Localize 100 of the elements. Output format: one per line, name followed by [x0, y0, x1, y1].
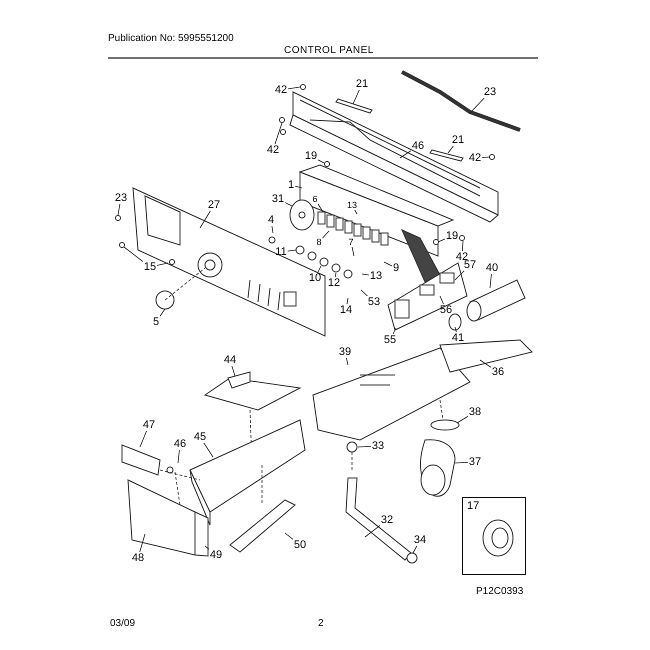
- callout-number: 11: [274, 246, 288, 258]
- callout-number: 12: [326, 277, 342, 289]
- callout-number: 44: [222, 354, 238, 366]
- callout-number: 57: [462, 259, 478, 271]
- callout-number: 49: [208, 549, 224, 561]
- callout-number: 5: [152, 316, 160, 328]
- callout-number: 4: [266, 214, 276, 226]
- callout-number: 15: [142, 261, 158, 273]
- leader-line: [124, 246, 144, 262]
- leader-line: [288, 86, 300, 90]
- callout-number: 31: [270, 193, 286, 205]
- callout-number: 9: [392, 262, 400, 274]
- callout-number: 23: [482, 86, 498, 98]
- leader-line: [384, 262, 392, 266]
- callout-number: 33: [370, 440, 386, 452]
- leader-line: [346, 358, 348, 366]
- leader-line: [440, 296, 444, 304]
- leader-line: [287, 250, 296, 252]
- leader-line: [318, 159, 324, 164]
- leader-line: [482, 156, 490, 158]
- callout-number: 8: [315, 237, 322, 247]
- callout-number: 27: [206, 199, 222, 211]
- callout-number: 42: [468, 152, 482, 164]
- leader-line: [160, 308, 166, 317]
- callout-number: 45: [192, 431, 208, 443]
- leader-line: [204, 546, 210, 550]
- callout-number: 17: [467, 500, 480, 512]
- leader-line: [480, 360, 492, 368]
- leader-line: [318, 266, 322, 272]
- leader-line: [360, 290, 368, 296]
- leader-line: [454, 462, 468, 464]
- page-title: CONTROL PANEL: [284, 45, 374, 57]
- callout-number: 48: [130, 552, 146, 564]
- callout-number: 36: [490, 366, 506, 378]
- leader-line: [454, 326, 457, 332]
- callout-number: 19: [304, 150, 318, 162]
- leader-line: [284, 202, 292, 206]
- leader-line: [412, 546, 418, 554]
- callout-number: 6: [311, 194, 318, 204]
- leader-line: [156, 262, 168, 266]
- detail-inset-frame: [462, 497, 526, 575]
- leader-line: [462, 240, 464, 252]
- leader-line: [294, 186, 302, 188]
- callout-number: 40: [484, 262, 500, 274]
- callout-number: 46: [410, 140, 426, 152]
- callout-number: 55: [382, 334, 398, 346]
- callout-number: 39: [338, 346, 352, 358]
- callout-number: 41: [450, 332, 466, 344]
- leader-line: [334, 272, 336, 278]
- leader-line: [362, 274, 370, 276]
- leader-line: [438, 238, 446, 242]
- callout-number: 13: [346, 200, 358, 210]
- callout-number: 23: [114, 192, 128, 204]
- callout-number: 38: [468, 406, 482, 418]
- leader-line: [274, 122, 282, 144]
- leader-line: [118, 204, 120, 216]
- callout-number: 42: [266, 144, 280, 156]
- leader-line: [392, 328, 396, 334]
- callout-number: 37: [468, 456, 482, 468]
- leader-line: [400, 150, 412, 158]
- leader-line: [204, 442, 214, 458]
- callout-number: 42: [274, 84, 288, 96]
- callout-number: 21: [450, 134, 466, 146]
- leader-line: [346, 298, 348, 304]
- leader-line: [454, 270, 464, 280]
- callout-number: 1: [286, 179, 296, 191]
- callout-number: 21: [354, 78, 370, 90]
- leader-line: [364, 525, 380, 538]
- leader-line: [456, 416, 468, 424]
- date-text: 03/09: [110, 618, 136, 630]
- leader-line: [140, 430, 147, 448]
- callout-number: 34: [412, 534, 428, 546]
- leader-line: [284, 532, 294, 540]
- callout-number: 10: [308, 272, 322, 284]
- leader-line: [139, 534, 146, 552]
- leader-line: [470, 98, 485, 114]
- publication-number: Publication No: 5995551200: [108, 33, 234, 45]
- leader-line: [322, 230, 330, 239]
- leader-line: [448, 146, 454, 154]
- callout-number: 14: [338, 304, 354, 316]
- callout-number: 46: [172, 438, 188, 450]
- callout-number: 47: [142, 419, 156, 431]
- leader-line: [231, 366, 236, 376]
- callout-number: 7: [347, 237, 354, 247]
- leader-line: [318, 204, 324, 212]
- callout-number: 56: [438, 304, 454, 316]
- callout-number: 50: [292, 539, 308, 551]
- callout-number: 13: [368, 270, 384, 282]
- leader-line: [352, 246, 354, 256]
- leader-line: [358, 446, 372, 448]
- figure-code: P12C0393: [476, 586, 524, 598]
- callout-number: 32: [380, 514, 394, 526]
- leader-line: [352, 90, 360, 104]
- leader-line: [490, 274, 492, 288]
- callout-number: 19: [444, 230, 460, 242]
- leader-line: [178, 450, 180, 464]
- leader-line: [200, 210, 211, 228]
- leader-line: [354, 210, 358, 214]
- leader-line: [272, 226, 274, 234]
- page-number: 2: [318, 618, 324, 630]
